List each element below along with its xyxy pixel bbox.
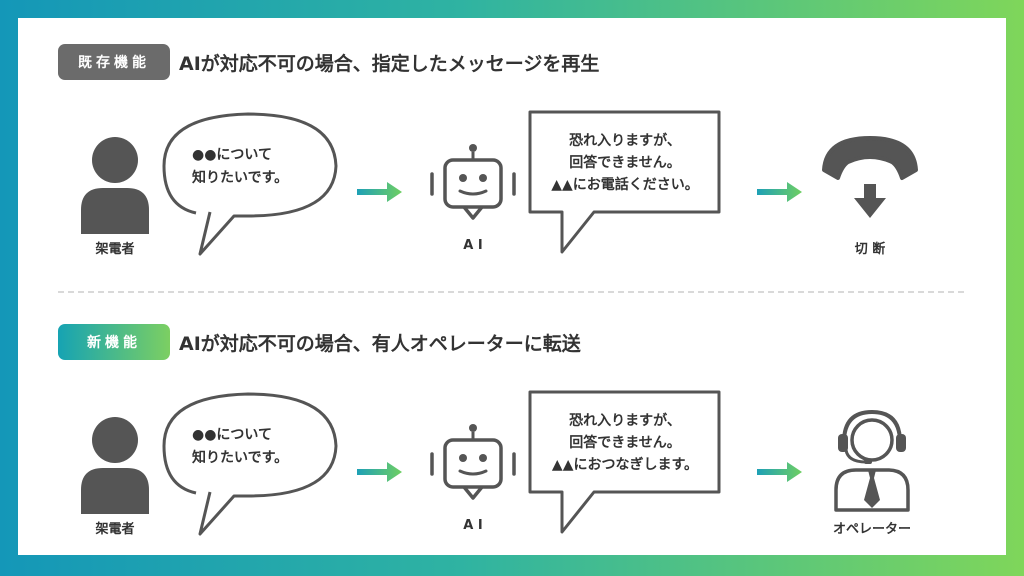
caller-label: 架電者 [95,522,135,537]
caller-speech-text: ●●について 知りたいです。 [192,147,289,186]
ai-response-bubble [528,110,721,254]
ai-robot-icon [430,424,516,500]
disconnect-label: 切 断 [854,242,886,257]
caller-speech-text: ●●について 知りたいです。 [192,427,289,466]
ai-response-text: 恐れ入りますが、 回答できません。 ▲▲にお電話ください。 [551,133,699,193]
existing-feature-heading: AIが対応不可の場合、指定したメッセージを再生 [179,53,600,75]
existing-feature-badge: 既存機能 [58,44,170,80]
ai-label: A I [463,238,483,253]
ai-response-bubble [528,390,721,534]
new-feature-badge: 新機能 [58,324,170,360]
diagram-panel [18,18,1006,555]
section-divider [58,291,964,293]
caller-person-icon [81,417,149,514]
ai-label: A I [463,518,483,533]
new-feature-heading: AIが対応不可の場合、有人オペレーターに転送 [179,333,581,355]
flow-arrow-icon [357,462,402,482]
operator-headset-icon [834,409,910,512]
hang-up-phone-icon [822,136,918,218]
flow-arrow-icon [757,462,802,482]
flow-arrow-icon [757,182,802,202]
caller-person-icon [81,137,149,234]
ai-response-text: 恐れ入りますが、 回答できません。 ▲▲におつなぎします。 [551,413,699,473]
operator-label: オペレーター [832,522,911,537]
caller-speech-bubble [162,112,338,256]
flow-arrow-icon [357,182,402,202]
caller-speech-bubble [162,392,338,536]
ai-robot-icon [430,144,516,220]
caller-label: 架電者 [95,242,135,257]
